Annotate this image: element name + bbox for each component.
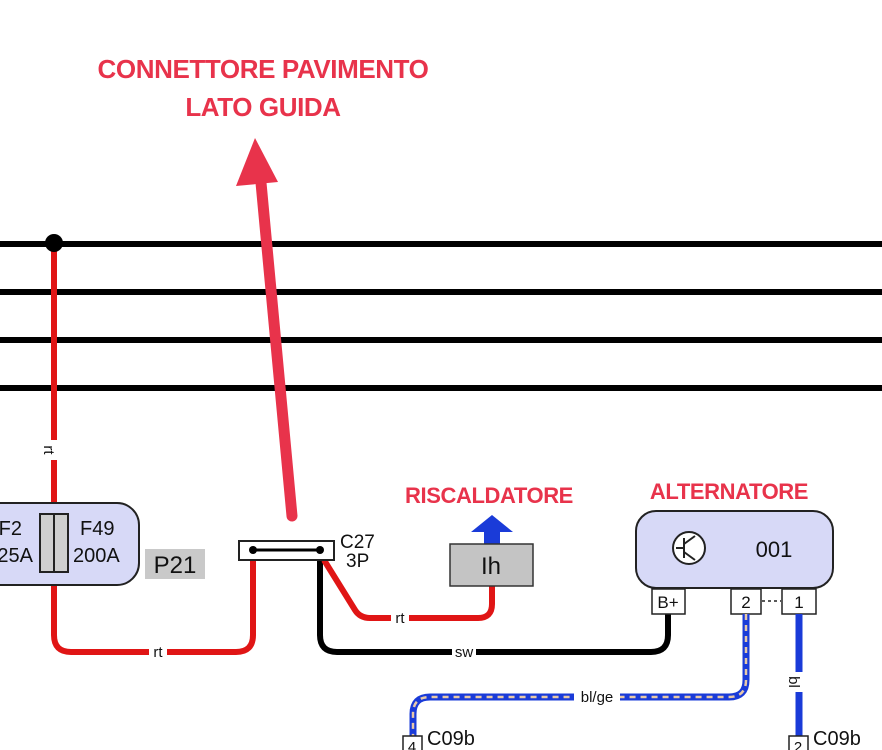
wire-label-bl-ge: bl/ge [581, 689, 614, 706]
wire-label-rt-bottom: rt [153, 644, 163, 661]
wire-label-sw: sw [455, 644, 474, 661]
fuse-right-name: F49 [80, 518, 114, 540]
bus-lines [0, 241, 882, 391]
wire-label-rt-heater: rt [395, 610, 405, 627]
pin-1: 1 [794, 593, 803, 612]
connector-c27-name: C27 [340, 532, 375, 553]
red-supply-wire [51, 244, 256, 655]
wire-label-rt-vertical: rt [40, 445, 57, 455]
p21-tag: P21 [154, 552, 197, 579]
connector-right-name: C09b [813, 728, 861, 750]
connector-c27: C27 3P [238, 532, 375, 572]
black-wire-sw [317, 555, 671, 655]
fuse-left-name: F2 [0, 518, 22, 540]
pin-bplus: B+ [657, 593, 678, 612]
wire-label-bl: bl [785, 676, 802, 688]
blue-beige-wire [409, 614, 750, 738]
fuse-block-box [0, 502, 140, 586]
fuse-block: F2 25A F49 200A [0, 502, 140, 586]
pin-2: 2 [741, 593, 750, 612]
annotation-connector-line1: CONNETTORE PAVIMENTO [98, 54, 429, 84]
transistor-icon [672, 531, 706, 565]
annotation-alternator: ALTERNATORE [650, 479, 808, 504]
p21-tag-bg [145, 549, 205, 579]
alternator-box [635, 510, 834, 589]
fuse-right-rating: 200A [73, 545, 120, 567]
alternator: 001 B+ 2 1 [635, 510, 834, 615]
red-wire-heater [321, 558, 495, 621]
heater: Ih [449, 515, 534, 587]
annotation-heater: RISCALDATORE [405, 483, 573, 508]
connector-c09b-left: 4 C09b [402, 728, 475, 750]
junction-dot [45, 234, 63, 252]
connector-c09b-right: 2 C09b [788, 728, 861, 750]
connector-left-pin: 4 [408, 739, 416, 750]
heater-box [449, 543, 534, 587]
pin-bplus-box [651, 588, 686, 615]
pin-1-box [781, 588, 817, 615]
annotation-connector-line2: LATO GUIDA [185, 92, 341, 122]
heater-arrow [471, 515, 513, 544]
connector-left-name: C09b [427, 728, 475, 750]
annotation-arrow [236, 138, 298, 522]
connector-right-pin: 2 [794, 739, 802, 750]
alternator-id: 001 [756, 537, 793, 562]
fuse-left-rating: 25A [0, 545, 34, 567]
heater-label: Ih [481, 553, 501, 580]
connector-c27-pins: 3P [346, 551, 369, 572]
